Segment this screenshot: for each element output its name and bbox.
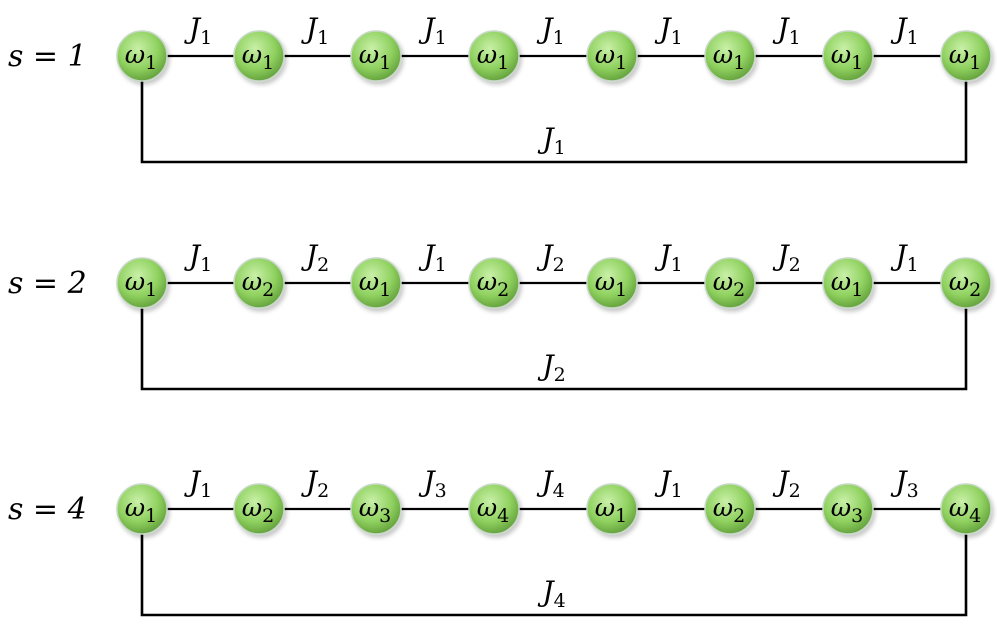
- coupling-label: J1: [184, 465, 212, 502]
- node-frequency-label: ω2: [242, 267, 274, 301]
- node-frequency-label: ω2: [949, 267, 981, 301]
- node-frequency-label: ω1: [359, 267, 391, 301]
- resonator-node: [350, 257, 402, 309]
- node-frequency-label: ω1: [595, 40, 627, 74]
- coupling-label: J1: [890, 239, 918, 276]
- row-label: s = 2: [8, 266, 87, 301]
- resonator-node: [586, 257, 638, 309]
- resonator-node: [350, 30, 402, 82]
- resonator-node: [116, 483, 168, 535]
- return-bond: [140, 534, 968, 617]
- node-frequency-label: ω4: [477, 493, 509, 527]
- coupling-label: J4: [536, 465, 564, 502]
- node-frequency-label: ω1: [831, 40, 863, 74]
- node-frequency-label: ω2: [713, 267, 745, 301]
- resonator-node: [468, 483, 520, 535]
- node-frequency-label: ω1: [125, 493, 157, 527]
- coupling-label: J2: [301, 239, 329, 276]
- coupling-label: J3: [890, 465, 918, 502]
- resonator-node: [116, 257, 168, 309]
- coupling-label: J1: [772, 12, 800, 49]
- resonator-node: [116, 30, 168, 82]
- resonator-node: [704, 483, 756, 535]
- coupling-label: J1: [654, 465, 682, 502]
- resonator-node: [940, 257, 992, 309]
- node-frequency-label: ω1: [713, 40, 745, 74]
- row-label: s = 4: [8, 492, 87, 527]
- return-coupling-label: J1: [537, 122, 565, 159]
- coupling-label: J1: [654, 12, 682, 49]
- resonator-node: [233, 257, 285, 309]
- resonator-node: [586, 483, 638, 535]
- node-frequency-label: ω1: [125, 40, 157, 74]
- node-frequency-label: ω1: [595, 267, 627, 301]
- resonator-node: [233, 30, 285, 82]
- node-frequency-label: ω3: [359, 493, 391, 527]
- node-frequency-label: ω2: [242, 493, 274, 527]
- resonator-node: [822, 30, 874, 82]
- resonator-node: [822, 257, 874, 309]
- resonator-node: [940, 30, 992, 82]
- node-frequency-label: ω3: [831, 493, 863, 527]
- node-frequency-label: ω1: [125, 267, 157, 301]
- resonator-node: [586, 30, 638, 82]
- node-frequency-label: ω1: [477, 40, 509, 74]
- resonator-node: [233, 483, 285, 535]
- node-frequency-label: ω1: [359, 40, 391, 74]
- coupling-label: J1: [184, 239, 212, 276]
- coupling-label: J1: [301, 12, 329, 49]
- coupling-label: J2: [301, 465, 329, 502]
- return-bond: [140, 81, 968, 164]
- coupling-label: J2: [536, 239, 564, 276]
- coupling-label: J2: [772, 465, 800, 502]
- resonator-node: [468, 257, 520, 309]
- row-label: s = 1: [8, 39, 87, 74]
- coupling-label: J3: [418, 465, 446, 502]
- return-coupling-label: J2: [537, 349, 565, 386]
- resonator-node: [350, 483, 402, 535]
- node-frequency-label: ω1: [595, 493, 627, 527]
- coupling-label: J2: [772, 239, 800, 276]
- return-coupling-label: J4: [537, 575, 565, 612]
- resonator-node: [822, 483, 874, 535]
- node-frequency-label: ω1: [242, 40, 274, 74]
- resonator-node: [940, 483, 992, 535]
- coupling-label: J1: [890, 12, 918, 49]
- coupling-label: J1: [418, 12, 446, 49]
- resonator-node: [704, 257, 756, 309]
- node-frequency-label: ω4: [949, 493, 981, 527]
- resonator-node: [468, 30, 520, 82]
- coupling-label: J1: [418, 239, 446, 276]
- node-frequency-label: ω1: [831, 267, 863, 301]
- coupling-label: J1: [536, 12, 564, 49]
- coupling-label: J1: [184, 12, 212, 49]
- node-frequency-label: ω1: [949, 40, 981, 74]
- coupling-label: J1: [654, 239, 682, 276]
- node-frequency-label: ω2: [713, 493, 745, 527]
- node-frequency-label: ω2: [477, 267, 509, 301]
- resonator-node: [704, 30, 756, 82]
- return-bond: [140, 308, 968, 391]
